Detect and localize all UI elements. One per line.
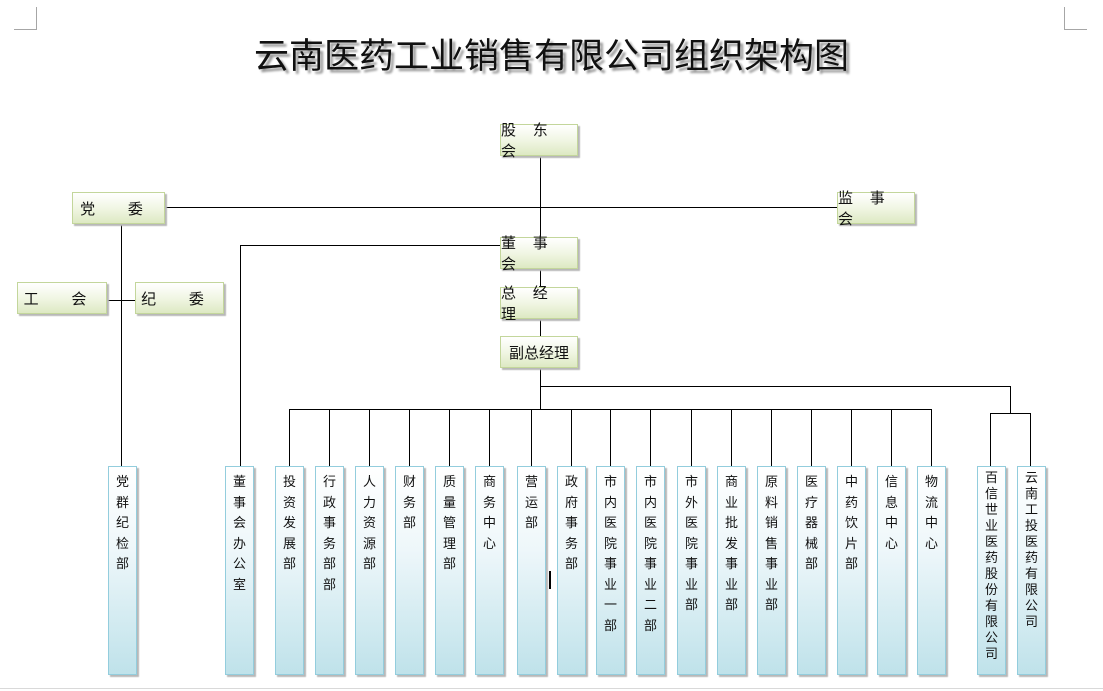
department-box[interactable]: 董事会办公室	[225, 466, 254, 675]
connector-board-office-h	[240, 245, 500, 246]
department-label: 党群纪检部	[115, 475, 129, 572]
department-box[interactable]: 人力资源部	[355, 466, 384, 675]
department-label: 商业批发事业部	[724, 475, 738, 613]
department-label: 人力资源部	[362, 475, 376, 572]
department-drop-line	[891, 409, 892, 466]
box-supervisors[interactable]: 监 事 会	[837, 189, 915, 228]
page-bottom-edge	[0, 688, 1103, 689]
department-label: 云南工投医药有限公司	[1024, 471, 1038, 630]
department-box[interactable]: 党群纪检部	[108, 466, 137, 675]
department-box[interactable]: 云南工投医药有限公司	[1017, 466, 1046, 675]
connector-gm-deputy	[540, 319, 541, 336]
connector-party-down	[121, 223, 122, 466]
page-corner-mark-top-right	[1064, 7, 1087, 30]
department-box[interactable]: 原料销售事业部	[757, 466, 786, 675]
page-corner-mark-top-left	[14, 7, 37, 30]
text-cursor	[549, 571, 551, 589]
department-label: 市内医院事业一部	[603, 475, 617, 634]
department-drop-line	[731, 409, 732, 466]
department-label: 投资发展部	[282, 475, 296, 572]
department-box[interactable]: 投资发展部	[275, 466, 304, 675]
chart-title: 云南医药工业销售有限公司组织架构图	[253, 37, 849, 77]
department-label: 商务中心	[482, 475, 496, 552]
department-label: 政府事务部	[564, 475, 578, 572]
department-label: 营 运 部	[524, 475, 552, 531]
connector-union-discipline	[107, 300, 135, 301]
department-drop-line	[691, 409, 692, 466]
box-board[interactable]: 董 事 会	[500, 234, 578, 273]
department-drop-line	[811, 409, 812, 466]
department-box[interactable]: 市外医院事业部	[677, 466, 706, 675]
department-drop-line	[449, 409, 450, 466]
department-drop-line	[931, 409, 932, 466]
box-discipline-committee[interactable]: 纪 委	[135, 282, 224, 314]
department-box[interactable]: 医疗器械部	[797, 466, 826, 675]
department-box[interactable]: 行政事务部部	[315, 466, 344, 675]
department-box[interactable]: 百信世业医药股份有限公司	[977, 466, 1006, 675]
box-union[interactable]: 工 会	[17, 282, 107, 314]
department-label: 中药饮片部	[844, 475, 858, 572]
department-drop-line	[571, 409, 572, 466]
department-box[interactable]: 中药饮片部	[837, 466, 866, 675]
department-label: 市内医院事业二部	[643, 475, 657, 634]
department-box[interactable]: 商业批发事业部	[717, 466, 746, 675]
connector-shareholders-board	[540, 156, 541, 237]
department-box[interactable]: 财 务 部	[395, 466, 430, 675]
box-deputy-general-manager[interactable]: 副总经理	[500, 336, 578, 368]
box-shareholders[interactable]: 股 东 会	[500, 121, 578, 160]
department-box[interactable]: 营 运 部	[517, 466, 552, 675]
connector-subsidiary-1	[990, 413, 991, 466]
department-drop-line	[531, 409, 532, 466]
connector-subsidiary-h	[540, 386, 1010, 387]
box-general-manager[interactable]: 总 经 理	[500, 284, 578, 323]
department-label: 百信世业医药股份有限公司	[984, 471, 998, 662]
department-label: 行政事务部部	[322, 475, 336, 593]
department-box[interactable]: 市内医院事业二部	[636, 466, 665, 675]
department-label: 医疗器械部	[804, 475, 818, 572]
connector-board-office-v	[240, 245, 241, 466]
department-drop-line	[289, 409, 290, 466]
department-box[interactable]: 物流中心	[917, 466, 946, 675]
department-box[interactable]: 市内医院事业一部	[596, 466, 625, 675]
connector-subsidiary-v	[1010, 386, 1011, 413]
connector-party-supervisors	[165, 207, 837, 208]
department-label: 原料销售事业部	[764, 475, 778, 613]
department-label: 质量管理部	[442, 475, 456, 572]
department-drop-line	[329, 409, 330, 466]
department-drop-line	[650, 409, 651, 466]
department-drop-line	[610, 409, 611, 466]
department-box[interactable]: 政府事务部	[557, 466, 586, 675]
department-label: 信息中心	[884, 475, 898, 552]
department-label: 物流中心	[924, 475, 938, 552]
connector-subsidiary-bus	[990, 413, 1031, 414]
department-drop-line	[369, 409, 370, 466]
connector-subsidiary-2	[1030, 413, 1031, 466]
department-drop-line	[409, 409, 410, 466]
department-drop-line	[489, 409, 490, 466]
department-box[interactable]: 商务中心	[475, 466, 504, 675]
department-drop-line	[851, 409, 852, 466]
department-box[interactable]: 信息中心	[877, 466, 906, 675]
box-party-committee[interactable]: 党 委	[72, 192, 165, 224]
department-label: 市外医院事业部	[684, 475, 698, 613]
connector-deputy-down	[540, 368, 541, 410]
department-box[interactable]: 质量管理部	[435, 466, 464, 675]
department-label: 财 务 部	[402, 475, 430, 531]
connector-board-gm	[540, 269, 541, 287]
department-label: 董事会办公室	[232, 475, 246, 593]
department-drop-line	[771, 409, 772, 466]
